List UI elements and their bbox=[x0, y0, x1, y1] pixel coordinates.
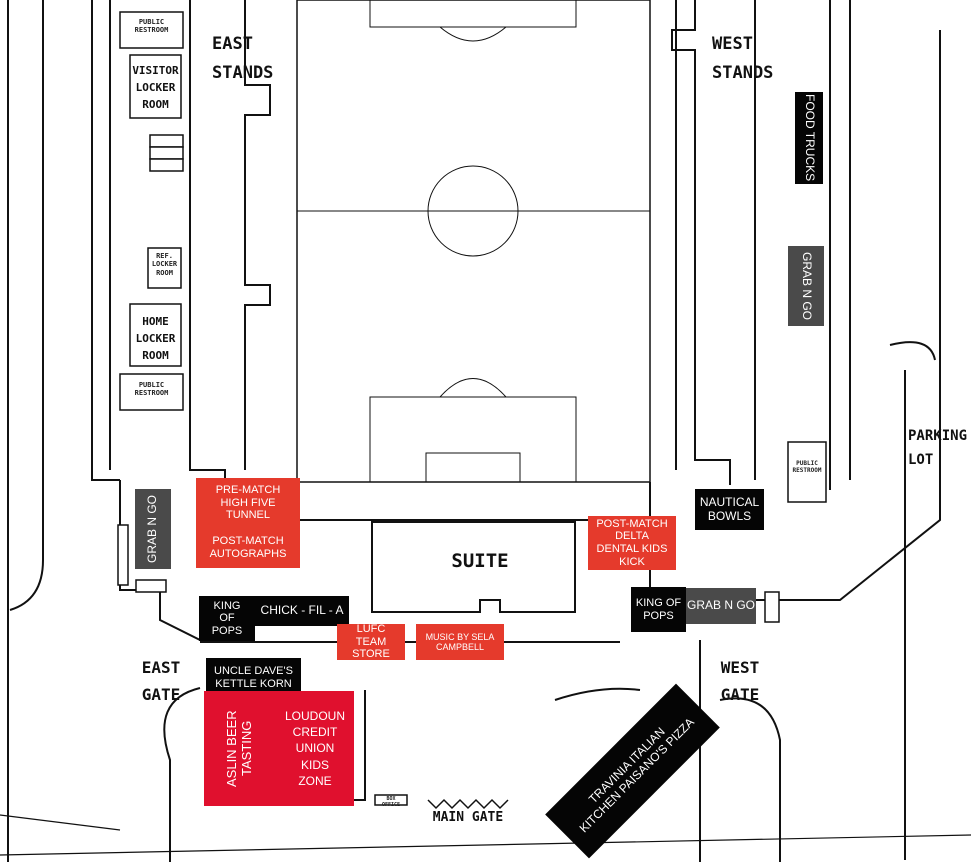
box-office-box bbox=[374, 794, 408, 806]
high-five-tunnel-label[interactable]: PRE-MATCH HIGH FIVE TUNNEL bbox=[196, 478, 300, 528]
public-restroom-label: PUBLIC RESTROOM bbox=[134, 18, 169, 35]
autographs-label[interactable]: POST-MATCH AUTOGRAPHS bbox=[196, 528, 300, 568]
public-restroom-label: PUBLIC RESTROOM bbox=[792, 460, 822, 475]
visitor-locker-room-label: VISITOR LOCKER ROOM bbox=[132, 64, 179, 111]
chick-fil-a-label[interactable]: CHICK - FIL - A bbox=[255, 596, 349, 626]
uncle-daves-kettle-korn-label[interactable]: UNCLE DAVE'S KETTLE KORN bbox=[206, 658, 301, 697]
west-stands-label: WEST STANDS bbox=[712, 34, 774, 83]
visitor-locker-room-box bbox=[129, 54, 182, 119]
king-of-pops-east-label[interactable]: KING OF POPS bbox=[199, 596, 255, 641]
food-trucks-label[interactable]: FOOD TRUCKS bbox=[795, 92, 823, 184]
grab-n-go-east-label[interactable]: GRAB N GO bbox=[135, 489, 171, 569]
home-locker-room-label: HOME LOCKER ROOM bbox=[135, 315, 176, 362]
lufc-team-store-label[interactable]: LUFC TEAM STORE bbox=[337, 623, 405, 660]
ref-locker-room-label: REF. LOCKER ROOM bbox=[151, 252, 178, 277]
public-restroom-label: PUBLIC RESTROOM bbox=[134, 381, 169, 398]
main-gate-label: MAIN GATE bbox=[432, 810, 504, 825]
suite-label: SUITE bbox=[451, 550, 509, 572]
grab-n-go-west-lower-label[interactable]: GRAB N GO bbox=[686, 588, 756, 624]
parking-lot-label: PARKING LOT bbox=[908, 428, 968, 468]
king-of-pops-west-label[interactable]: KING OF POPS bbox=[631, 587, 686, 632]
home-locker-room-box bbox=[129, 303, 182, 367]
public-restroom-south-east-box bbox=[119, 373, 184, 411]
music-sela-campbell-label[interactable]: MUSIC BY SELA CAMPBELL bbox=[416, 624, 504, 660]
nautical-bowls-label[interactable]: NAUTICAL BOWLS bbox=[695, 489, 764, 530]
aslin-beer-tasting-label[interactable]: ASLIN BEER TASTING bbox=[204, 691, 276, 806]
grab-n-go-west-upper-label[interactable]: GRAB N GO bbox=[788, 246, 824, 326]
east-stands-label: EAST STANDS bbox=[212, 34, 274, 83]
east-gate-label: EAST GATE bbox=[141, 658, 181, 704]
public-restroom-north-east-box bbox=[119, 11, 184, 49]
ref-locker-room-box bbox=[147, 247, 182, 289]
west-gate-label: WEST GATE bbox=[720, 658, 760, 704]
delta-dental-kids-kick-label[interactable]: POST-MATCH DELTA DENTAL KIDS KICK bbox=[588, 516, 676, 570]
box-office-label: BOX OFFICE bbox=[381, 796, 401, 808]
public-restroom-west-box bbox=[787, 441, 827, 503]
loudoun-kids-zone-label[interactable]: LOUDOUN CREDIT UNION KIDS ZONE bbox=[276, 691, 354, 806]
